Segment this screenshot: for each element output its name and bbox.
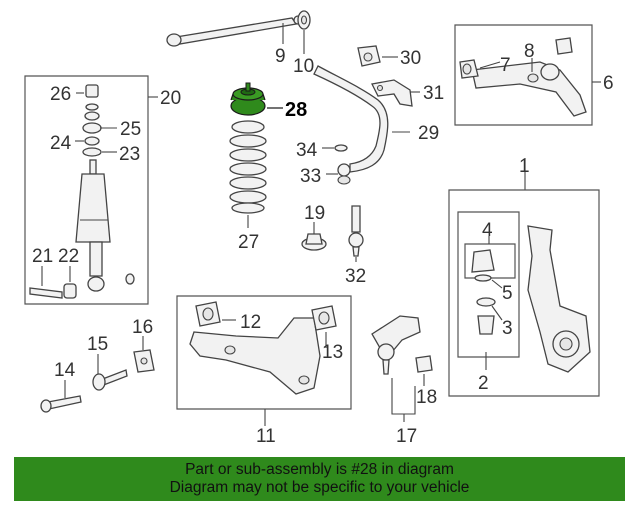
bushing-part-30[interactable] — [357, 45, 381, 67]
callout-30: 30 — [400, 48, 421, 69]
shock-hardware-24[interactable] — [84, 136, 100, 146]
callout-18: 18 — [416, 387, 437, 408]
callout-10: 10 — [293, 56, 314, 77]
shock-nut-22[interactable] — [63, 283, 77, 299]
bushing-part-8[interactable] — [527, 37, 573, 83]
callout-14: 14 — [54, 360, 76, 381]
steering-knuckle-part-2[interactable] — [527, 225, 591, 373]
callout-28: 28 — [285, 99, 307, 121]
shock-hardware-25[interactable] — [82, 103, 102, 134]
callout-29: 29 — [418, 123, 439, 144]
callout-25: 25 — [120, 119, 141, 140]
snap-ring-part-5[interactable] — [474, 274, 492, 282]
callout-33: 33 — [300, 166, 321, 187]
callout-17: 17 — [396, 426, 417, 447]
callout-2: 2 — [478, 373, 489, 394]
callout-31: 31 — [423, 83, 444, 104]
bracket-part-31[interactable] — [371, 79, 413, 107]
lower-ball-joint-part-17[interactable] — [371, 315, 421, 375]
callout-5: 5 — [502, 283, 513, 304]
callout-1: 1 — [519, 156, 530, 177]
upper-arm-box-6 — [454, 24, 593, 126]
shock-washer-small[interactable] — [125, 273, 135, 285]
callout-24: 24 — [50, 133, 72, 154]
cam-bolt-part-15[interactable] — [92, 369, 128, 391]
upper-mount-part-28[interactable] — [230, 82, 266, 116]
callout-34: 34 — [296, 140, 318, 161]
washer-part-10[interactable] — [297, 10, 311, 30]
nut-part-18[interactable] — [415, 355, 433, 373]
callout-8: 8 — [524, 41, 535, 62]
link-part-33[interactable] — [337, 163, 351, 185]
bushing-part-12[interactable] — [195, 301, 221, 327]
bump-stop-part-19[interactable] — [301, 233, 327, 251]
banner-line-2: Diagram may not be specific to your vehi… — [169, 479, 470, 496]
callout-32: 32 — [345, 266, 366, 287]
lower-arm-box-11 — [176, 295, 352, 410]
callout-27: 27 — [238, 232, 259, 253]
shock-box-20 — [24, 75, 149, 305]
callout-11: 11 — [256, 426, 276, 447]
callout-7: 7 — [500, 55, 511, 76]
stabilizer-link-part-32[interactable] — [348, 205, 364, 257]
boot-part-4[interactable] — [471, 249, 495, 273]
callout-12: 12 — [240, 312, 261, 333]
coil-spring-part-27[interactable] — [229, 120, 267, 214]
bushing-part-13[interactable] — [311, 305, 337, 331]
callout-4: 4 — [482, 220, 493, 241]
bushing-part-7[interactable] — [459, 59, 479, 79]
callout-22: 22 — [58, 246, 79, 267]
callout-19: 19 — [304, 203, 325, 224]
knuckle-box-1 — [448, 189, 600, 397]
bolt-part-14[interactable] — [40, 395, 82, 413]
callout-16: 16 — [132, 317, 153, 338]
banner-line-1: Part or sub-assembly is #28 in diagram — [185, 461, 454, 478]
stabilizer-bar-part-29[interactable] — [313, 65, 389, 173]
shock-hardware-23[interactable] — [82, 147, 102, 157]
callout-13: 13 — [322, 342, 343, 363]
ring-part-34[interactable] — [334, 144, 348, 152]
ball-joint-box-4 — [457, 211, 520, 358]
shock-absorber-body[interactable] — [75, 159, 111, 292]
lower-control-arm-part[interactable] — [189, 317, 321, 395]
callout-6: 6 — [603, 73, 614, 94]
shock-hardware-26[interactable] — [85, 84, 99, 98]
tie-rod-part-9[interactable] — [166, 15, 303, 47]
callout-20: 20 — [160, 88, 181, 109]
callout-26: 26 — [50, 84, 71, 105]
callout-3: 3 — [502, 318, 513, 339]
cam-plate-part-16[interactable] — [133, 349, 155, 373]
callout-21: 21 — [32, 246, 53, 267]
info-banner: Part or sub-assembly is #28 in diagram D… — [14, 457, 625, 501]
callout-15: 15 — [87, 334, 108, 355]
callout-23: 23 — [119, 144, 140, 165]
parts-diagram: 9 10 30 31 29 34 33 7 8 — [24, 10, 614, 447]
callout-9: 9 — [275, 46, 286, 67]
upper-control-arm-part[interactable] — [471, 61, 587, 117]
seal-part-3[interactable] — [476, 297, 496, 335]
shock-bolt-21[interactable] — [29, 287, 63, 299]
